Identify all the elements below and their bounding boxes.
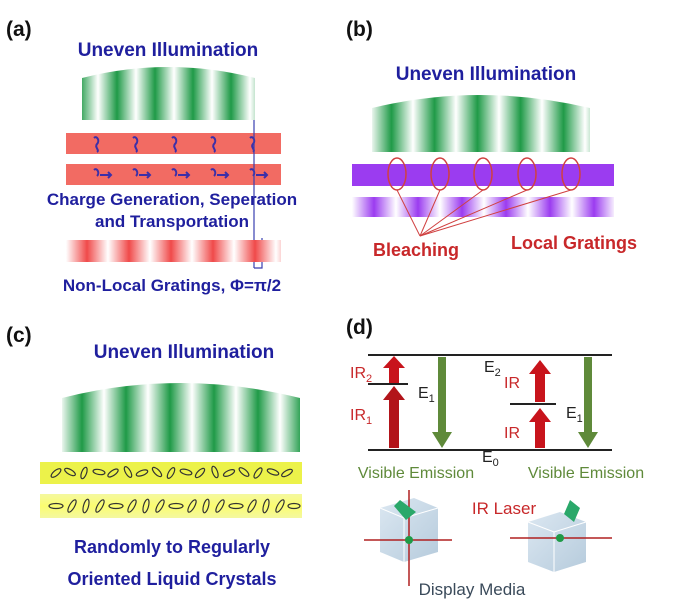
panel-c: (c) Uneven Illumination (6, 324, 302, 589)
ir1-label: IR1 (350, 407, 372, 427)
illumination-profile-a (82, 67, 255, 120)
salmon-band-1 (66, 133, 281, 154)
lc-caption-line2: Oriented Liquid Crystals (67, 569, 276, 589)
e1-label-left: E1 (418, 385, 435, 405)
display-media-label: Display Media (419, 580, 526, 599)
purple-grating-band (352, 197, 614, 217)
ir-bottom-label-right: IR (504, 425, 520, 442)
panel-a-label: (a) (6, 18, 32, 41)
e2-label: E2 (484, 359, 501, 379)
ir1-arrow-left (383, 386, 405, 448)
bleaching-label: Bleaching (373, 240, 459, 260)
ir-bottom-arrow-right (529, 408, 551, 448)
ir2-label: IR2 (350, 365, 372, 385)
molecule-marks-row1 (93, 136, 256, 153)
lc-caption-line1: Randomly to Regularly (74, 537, 270, 557)
random-lc-molecules (50, 465, 293, 480)
ir-top-arrow-right (529, 360, 551, 402)
charge-text-line2: and Transportation (95, 212, 249, 231)
e0-label: E0 (482, 449, 499, 469)
ir-top-label-right: IR (504, 375, 520, 392)
panel-a: (a) Uneven Illumination Charge Generatio… (6, 18, 297, 295)
ordered-lc-molecules (48, 498, 301, 514)
visible-emission-right: Visible Emission (528, 465, 644, 482)
panel-d: (d) E2 E1 E1 E0 IR2 IR1 IR IR Visible Em… (346, 316, 644, 599)
illumination-profile-c (62, 383, 300, 452)
display-cube-left (364, 490, 452, 586)
purple-band (352, 164, 614, 186)
charge-text-line1: Charge Generation, Seperation (47, 190, 297, 209)
panel-b-title: Uneven Illumination (396, 64, 577, 85)
panel-d-label: (d) (346, 316, 373, 339)
ir2-arrow-left (383, 356, 405, 383)
ir-laser-label: IR Laser (472, 499, 537, 518)
panel-b: (b) Uneven Illumination Bleaching Local … (346, 18, 637, 260)
red-grating-band (66, 240, 281, 262)
emission-arrow-left (432, 357, 452, 448)
yellow-lc-band-random (40, 462, 302, 484)
salmon-band-2 (66, 164, 281, 185)
charge-transfer-marks-row2 (93, 168, 269, 179)
visible-emission-left: Visible Emission (358, 465, 474, 482)
e1-label-right: E1 (566, 405, 583, 425)
yellow-lc-band-ordered (40, 494, 302, 518)
panel-a-title: Uneven Illumination (78, 40, 259, 61)
illumination-profile-b (372, 95, 590, 152)
display-cube-right (510, 500, 612, 572)
local-gratings-label: Local Gratings (511, 233, 637, 253)
panel-c-title: Uneven Illumination (94, 342, 275, 363)
bleaching-lines (396, 189, 572, 237)
panel-c-label: (c) (6, 324, 32, 347)
panel-b-label: (b) (346, 18, 373, 41)
grating-text: Non-Local Gratings, Φ=π/2 (63, 276, 281, 295)
emission-arrow-right (578, 357, 598, 448)
